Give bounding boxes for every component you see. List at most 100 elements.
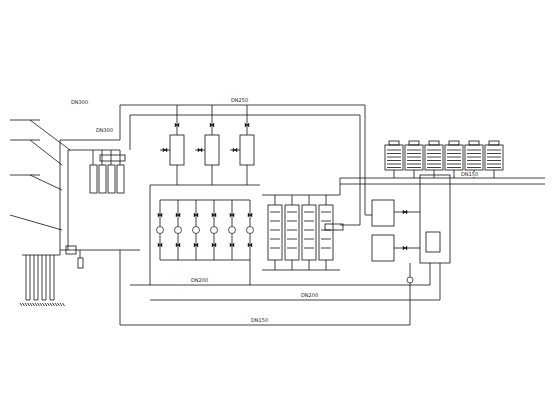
pipe-line — [275, 195, 276, 205]
pump-symbol — [407, 277, 413, 283]
pipe-line — [111, 150, 112, 165]
tower-fill — [447, 153, 461, 154]
tower-fill — [387, 167, 401, 168]
valve-symbol — [158, 213, 162, 217]
heat-pump-unit — [268, 205, 282, 260]
cooling-tower — [465, 145, 483, 170]
tower-fill — [427, 164, 441, 165]
unit-detail — [270, 230, 280, 231]
pipe-line — [177, 105, 178, 135]
valve-symbol — [194, 213, 198, 217]
pipe-line — [454, 170, 455, 178]
valve-symbol — [248, 213, 252, 217]
valve-symbol — [198, 148, 202, 152]
pipe-line — [80, 250, 81, 258]
valve-symbol — [245, 123, 249, 127]
plate-heat-exchanger — [205, 135, 219, 165]
leader-line — [10, 175, 40, 176]
unit-detail — [304, 239, 314, 240]
leader-line — [30, 175, 62, 190]
unit-detail — [321, 212, 331, 213]
tower-fill — [447, 160, 461, 161]
soil-hatch — [53, 303, 55, 306]
tower-fill — [427, 153, 441, 154]
pipe-line — [340, 178, 520, 179]
heat-pump-unit — [302, 205, 316, 260]
cooling-tower — [485, 145, 503, 170]
pipe-line — [250, 260, 251, 285]
valve-symbol — [403, 246, 407, 250]
buffer-tank — [372, 235, 394, 261]
borehole-u-tube — [42, 255, 46, 300]
water-tank — [117, 165, 124, 193]
tower-fill — [407, 157, 421, 158]
cooling-tower — [425, 145, 443, 170]
tower-fill — [387, 157, 401, 158]
pipe-line — [365, 105, 366, 215]
tower-fan — [449, 141, 459, 145]
tower-fill — [487, 160, 501, 161]
borehole-u-tube — [50, 255, 54, 300]
tower-fill — [407, 164, 421, 165]
pipe-line — [150, 185, 260, 186]
borehole-u-tube — [34, 255, 38, 300]
heat-pump-unit — [319, 205, 333, 260]
plate-heat-exchanger — [240, 135, 254, 165]
pipe-line — [434, 170, 435, 178]
pump-symbol — [229, 227, 236, 234]
leader-line — [30, 120, 70, 150]
unit-detail — [270, 239, 280, 240]
water-tank — [108, 165, 115, 193]
pipe-line — [326, 195, 327, 205]
pump-symbol — [193, 227, 200, 234]
tower-fill — [407, 167, 421, 168]
tower-fill — [407, 153, 421, 154]
pipe-line — [68, 150, 120, 250]
pipe-line — [326, 260, 327, 270]
tower-fill — [447, 164, 461, 165]
pipe-line — [150, 185, 151, 285]
soil-hatch — [30, 303, 32, 306]
pipe-line — [22, 250, 60, 255]
tower-fan — [429, 141, 439, 145]
pipe-line — [120, 250, 121, 325]
soil-hatch — [60, 303, 62, 306]
pump-symbol — [211, 227, 218, 234]
pipe-line — [93, 150, 94, 165]
soil-hatch — [25, 303, 27, 306]
buffer-tank — [372, 200, 394, 226]
cooling-tower — [445, 145, 463, 170]
soil-hatch — [58, 303, 60, 306]
leader-line — [10, 215, 62, 230]
tower-fan — [489, 141, 499, 145]
pipe-line — [292, 195, 293, 205]
tower-fill — [387, 164, 401, 165]
unit-detail — [287, 221, 297, 222]
tower-fill — [407, 150, 421, 151]
tower-fill — [447, 167, 461, 168]
pipe-line — [177, 165, 178, 185]
soil-hatch — [50, 303, 52, 306]
borehole-u-tube — [26, 255, 30, 300]
pipe-line — [60, 250, 140, 251]
pipe-line — [340, 184, 520, 185]
pipe-line — [247, 105, 248, 135]
heat-pump-unit — [285, 205, 299, 260]
pipe-line — [130, 115, 360, 150]
pipe-line — [292, 260, 293, 270]
unit-detail — [287, 248, 297, 249]
valve-symbol — [175, 123, 179, 127]
pipe-line — [340, 178, 341, 195]
pump-symbol — [175, 227, 182, 234]
tower-fill — [487, 167, 501, 168]
valve-symbol — [176, 243, 180, 247]
pipe-line — [309, 260, 310, 270]
pipe-line — [150, 300, 440, 301]
unit-detail — [304, 248, 314, 249]
valve-symbol — [163, 148, 167, 152]
unit-detail — [287, 230, 297, 231]
pipe-line — [247, 165, 248, 185]
pipe-line — [212, 105, 213, 135]
tower-fill — [487, 153, 501, 154]
water-tank — [99, 165, 106, 193]
